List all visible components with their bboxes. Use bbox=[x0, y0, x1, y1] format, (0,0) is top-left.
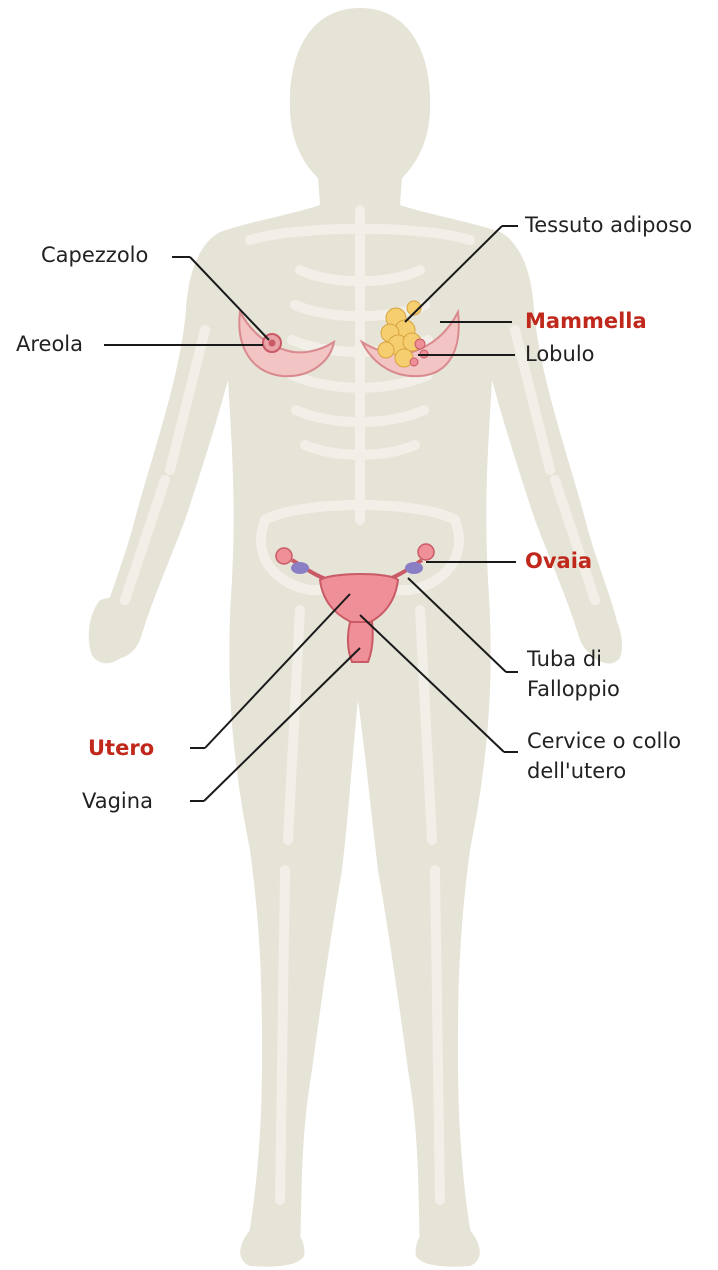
left-fimbria bbox=[276, 548, 292, 564]
label-tuba-line2: Falloppio bbox=[527, 674, 620, 705]
label-capezzolo: Capezzolo bbox=[41, 240, 148, 271]
label-cervice-line1: Cervice o collo bbox=[527, 726, 681, 757]
right-fimbria bbox=[418, 544, 434, 560]
label-lobulo: Lobulo bbox=[525, 339, 595, 370]
label-ovaia: Ovaia bbox=[525, 546, 592, 577]
label-areola: Areola bbox=[16, 329, 83, 360]
left-foot bbox=[240, 1230, 304, 1267]
label-vagina: Vagina bbox=[82, 786, 153, 817]
right-ovary-shape bbox=[405, 562, 423, 574]
label-cervice-line2: dell'utero bbox=[527, 756, 626, 787]
left-ovary-shape bbox=[291, 562, 309, 574]
label-tessuto-adiposo: Tessuto adiposo bbox=[525, 210, 692, 241]
label-mammella: Mammella bbox=[525, 306, 647, 337]
right-foot bbox=[416, 1230, 480, 1267]
label-utero: Utero bbox=[88, 733, 154, 764]
label-tuba-line1: Tuba di bbox=[527, 644, 602, 675]
nipple-shape bbox=[269, 340, 276, 347]
